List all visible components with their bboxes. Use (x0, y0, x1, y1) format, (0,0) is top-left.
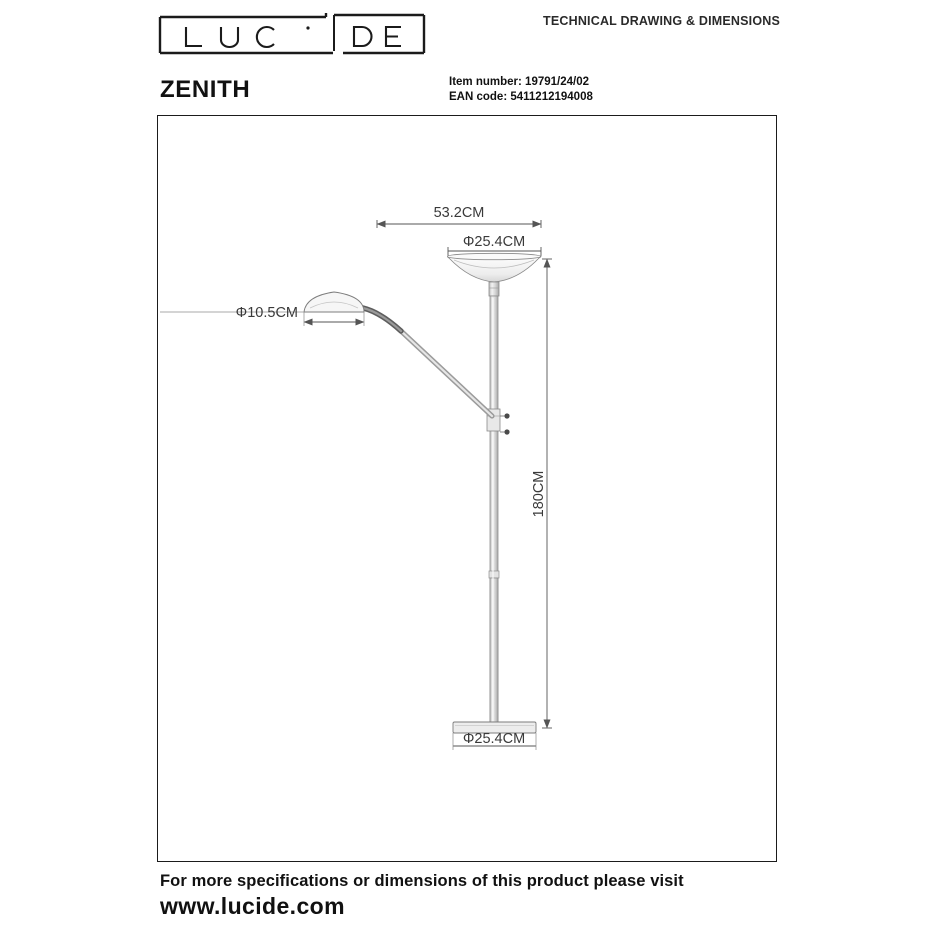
ean-code-row: EAN code: 5411212194008 (449, 90, 593, 105)
switch-upper-icon (504, 413, 510, 419)
dimension-base-diameter: Φ25.4CM (452, 731, 537, 750)
item-number-value: 19791/24/02 (525, 76, 589, 88)
floor-lamp-technical-drawing: 53.2CM Φ25.4CM (160, 205, 552, 750)
dimension-top-shade-label: Φ25.4CM (463, 234, 525, 250)
uplight-shade (447, 252, 542, 297)
dimension-reading-shade-diameter: Φ10.5CM (160, 305, 365, 326)
dimension-base-label: Φ25.4CM (463, 731, 525, 747)
lamp-pole (488, 295, 500, 727)
dimension-overall-width-label: 53.2CM (434, 205, 485, 221)
product-meta: Item number: 19791/24/02 EAN code: 54112… (449, 75, 593, 105)
lucide-logo-graphic (158, 13, 426, 55)
lamp-base (452, 721, 537, 734)
reading-light-arm (360, 305, 495, 419)
switch-lower-icon (504, 429, 510, 435)
dimension-top-shade-diameter: Φ25.4CM (447, 234, 542, 256)
footer-website[interactable]: www.lucide.com (160, 893, 345, 919)
footer-call-to-action: For more specifications or dimensions of… (160, 872, 684, 890)
dimension-reading-shade-label: Φ10.5CM (236, 305, 298, 321)
technical-drawing-label: TECHNICAL DRAWING & DIMENSIONS (543, 14, 781, 28)
ean-code-label: EAN code: (449, 91, 508, 103)
lucide-logo (158, 13, 426, 57)
dimension-overall-width: 53.2CM (376, 205, 542, 228)
item-number-row: Item number: 19791/24/02 (449, 75, 593, 90)
dimension-overall-height: 180CM (531, 258, 552, 729)
technical-drawing-frame: 53.2CM Φ25.4CM (157, 115, 777, 862)
reading-light-shade (303, 291, 365, 313)
page-title: ZENITH (160, 76, 251, 103)
item-number-label: Item number: (449, 76, 522, 88)
dimension-overall-height-label: 180CM (531, 471, 547, 518)
ean-code-value: 5411212194008 (510, 91, 593, 103)
